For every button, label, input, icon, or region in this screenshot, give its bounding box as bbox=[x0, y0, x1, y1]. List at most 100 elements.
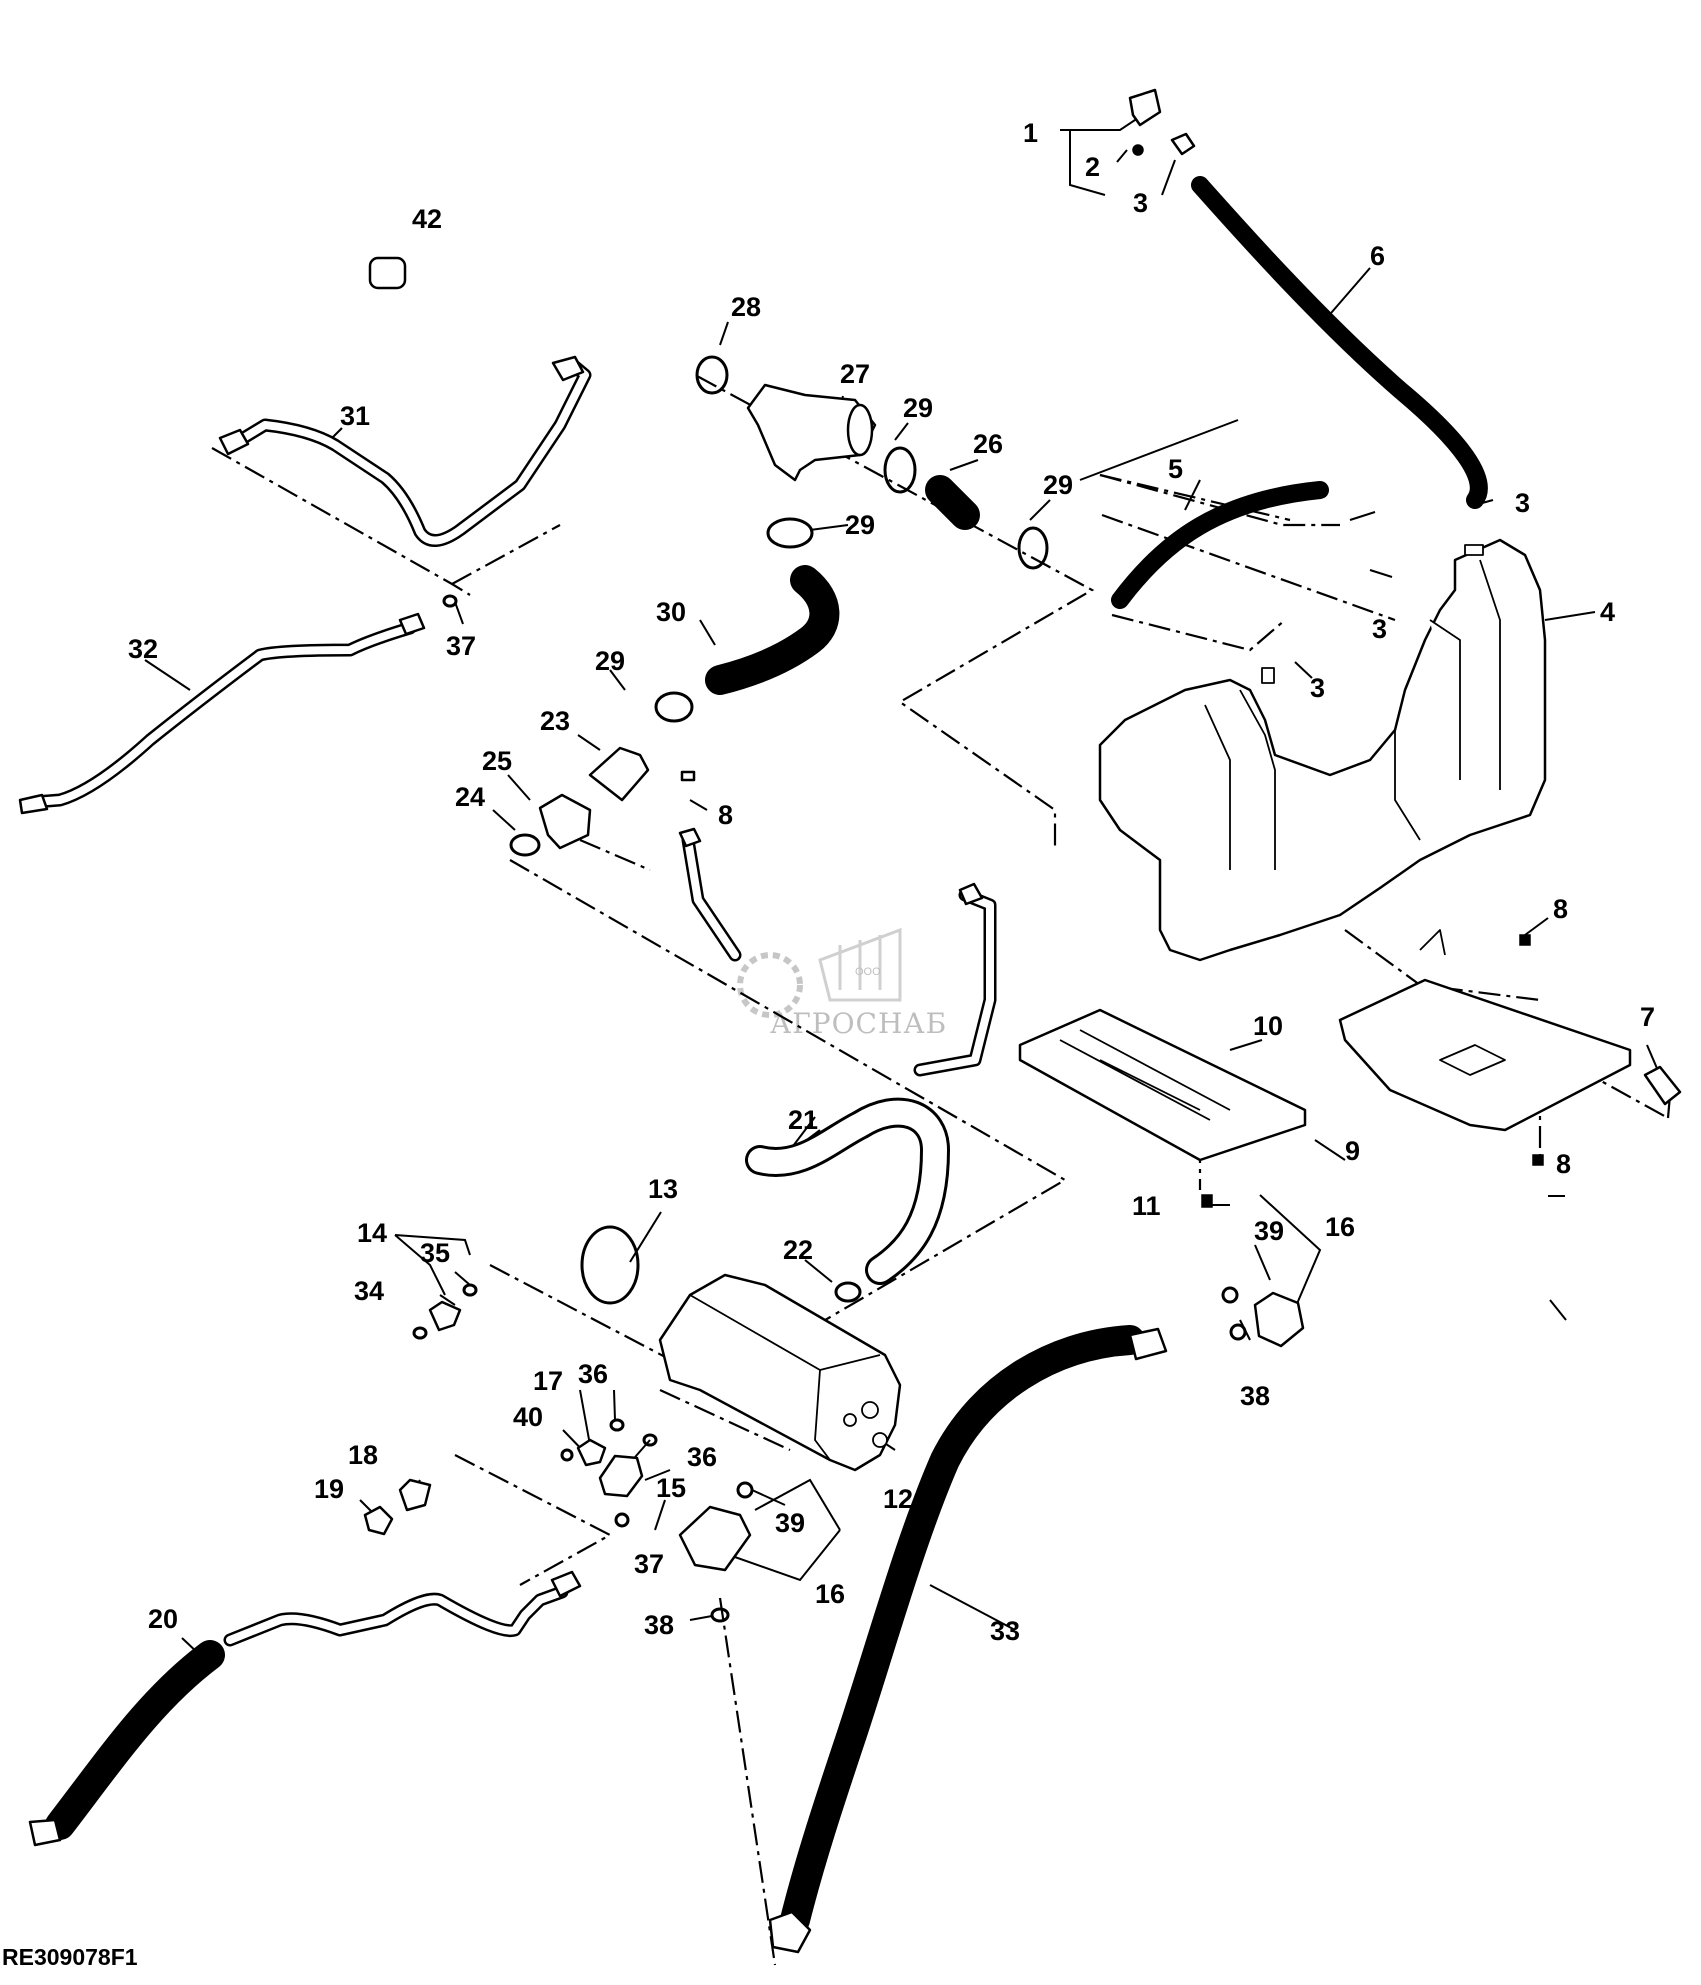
callout-6: 6 bbox=[1370, 241, 1385, 271]
washer-36-b bbox=[642, 1433, 658, 1447]
callout-31: 31 bbox=[340, 401, 370, 431]
callout-38-left: 38 bbox=[644, 1610, 674, 1640]
callout-26: 26 bbox=[973, 429, 1003, 459]
housing-27 bbox=[746, 383, 877, 482]
ring-22 bbox=[834, 1281, 862, 1303]
callout-3-top: 3 bbox=[1133, 188, 1148, 218]
callout-22: 22 bbox=[783, 1235, 813, 1265]
callout-23: 23 bbox=[540, 706, 570, 736]
washer-39-b bbox=[1221, 1286, 1239, 1304]
callout-42: 42 bbox=[412, 204, 442, 234]
callout-8-right: 8 bbox=[1553, 894, 1568, 924]
o-ring-28 bbox=[695, 355, 729, 395]
gear-tractor-logo-icon bbox=[737, 927, 902, 1018]
hoses-and-tubes bbox=[28, 176, 1488, 1935]
washer-36-a bbox=[609, 1418, 625, 1432]
elbow-16-b bbox=[1253, 1291, 1305, 1348]
clamp-29-d bbox=[654, 691, 694, 723]
hose-20 bbox=[45, 1640, 225, 1840]
callout-29-d: 29 bbox=[595, 646, 625, 676]
washer-39-a bbox=[736, 1481, 754, 1499]
washer-40 bbox=[560, 1448, 574, 1462]
callout-39-left: 39 bbox=[775, 1508, 805, 1538]
clamp-29-c bbox=[1017, 526, 1049, 570]
callout-40: 40 bbox=[513, 1402, 543, 1432]
callout-16-left: 16 bbox=[815, 1579, 845, 1609]
washer-35 bbox=[462, 1283, 478, 1297]
callout-2: 2 bbox=[1085, 152, 1100, 182]
callout-20: 20 bbox=[148, 1604, 178, 1634]
drawing-code: RE309078F1 bbox=[2, 1944, 138, 1970]
watermark-prefix: ООО bbox=[855, 966, 881, 978]
callout-24: 24 bbox=[455, 782, 485, 812]
gasket-24 bbox=[509, 833, 541, 857]
bolt-8-a bbox=[680, 770, 696, 782]
callout-5: 5 bbox=[1168, 454, 1183, 484]
callout-37-top: 37 bbox=[446, 631, 476, 661]
bolt-8-c bbox=[1532, 1154, 1544, 1166]
elbow-16-a bbox=[678, 1505, 752, 1572]
callout-37-low: 37 bbox=[634, 1549, 664, 1579]
callout-19: 19 bbox=[314, 1474, 344, 1504]
clamp-29-a bbox=[883, 446, 917, 494]
washer-2 bbox=[1132, 144, 1144, 156]
cover-25 bbox=[538, 793, 592, 850]
leader-lines bbox=[144, 117, 1663, 1656]
callout-7: 7 bbox=[1640, 1002, 1655, 1032]
callout-9: 9 bbox=[1345, 1136, 1360, 1166]
callout-29-a: 29 bbox=[903, 393, 933, 423]
callout-12: 12 bbox=[883, 1484, 913, 1514]
callout-11: 11 bbox=[1132, 1191, 1161, 1221]
callout-30: 30 bbox=[656, 597, 686, 627]
callout-8-bottom: 8 bbox=[1556, 1149, 1571, 1179]
washer-38-a bbox=[710, 1607, 730, 1623]
o-ring-13 bbox=[580, 1225, 640, 1305]
hose-30 bbox=[705, 565, 840, 695]
hose-26 bbox=[925, 475, 980, 530]
clamp-29-b bbox=[766, 517, 814, 549]
callout-34: 34 bbox=[354, 1276, 384, 1306]
callout-32: 32 bbox=[128, 634, 158, 664]
callout-35: 35 bbox=[420, 1238, 450, 1268]
callout-27: 27 bbox=[840, 359, 870, 389]
clip-7 bbox=[1643, 1065, 1682, 1106]
tank-4 bbox=[1098, 538, 1547, 962]
callout-39-right: 39 bbox=[1254, 1216, 1284, 1246]
callout-38-right: 38 bbox=[1240, 1381, 1270, 1411]
fitting-18 bbox=[398, 1478, 432, 1512]
bolt-11 bbox=[1201, 1194, 1213, 1208]
callout-3-low: 3 bbox=[1310, 673, 1325, 703]
washer-38-b bbox=[1229, 1323, 1247, 1341]
hose-33 bbox=[780, 1325, 1145, 1935]
watermark-brand: АГРОСНАБ bbox=[770, 1007, 947, 1040]
callout-21: 21 bbox=[788, 1105, 818, 1135]
callout-17: 17 bbox=[533, 1366, 563, 1396]
callout-33: 33 bbox=[990, 1616, 1020, 1646]
thermostat-23 bbox=[588, 746, 650, 802]
parts bbox=[18, 88, 1682, 1954]
callout-29-b: 29 bbox=[1043, 470, 1073, 500]
bolt-8-b bbox=[1519, 934, 1531, 946]
callout-18: 18 bbox=[348, 1440, 378, 1470]
callout-3-mid: 3 bbox=[1372, 614, 1387, 644]
callout-36-top: 36 bbox=[578, 1359, 608, 1389]
callout-8-left: 8 bbox=[718, 800, 733, 830]
oil-cooler-12 bbox=[658, 1273, 902, 1472]
washer-37-a bbox=[442, 594, 458, 608]
callout-15: 15 bbox=[656, 1473, 686, 1503]
callout-29-c: 29 bbox=[845, 510, 875, 540]
watermark: ООО АГРОСНАБ bbox=[737, 927, 947, 1040]
callout-10: 10 bbox=[1253, 1011, 1283, 1041]
overflow-hose-6 bbox=[1191, 176, 1488, 509]
fitting-14 bbox=[428, 1300, 462, 1332]
fitting-1 bbox=[1128, 88, 1162, 127]
callout-13: 13 bbox=[648, 1174, 678, 1204]
callout-36-low: 36 bbox=[687, 1442, 717, 1472]
nut-19 bbox=[363, 1505, 394, 1536]
callout-4: 4 bbox=[1600, 597, 1615, 627]
callout-16-right: 16 bbox=[1325, 1212, 1355, 1242]
plate-10 bbox=[1018, 1008, 1307, 1162]
elbow-15 bbox=[598, 1454, 644, 1498]
hose-5 bbox=[1111, 481, 1329, 609]
